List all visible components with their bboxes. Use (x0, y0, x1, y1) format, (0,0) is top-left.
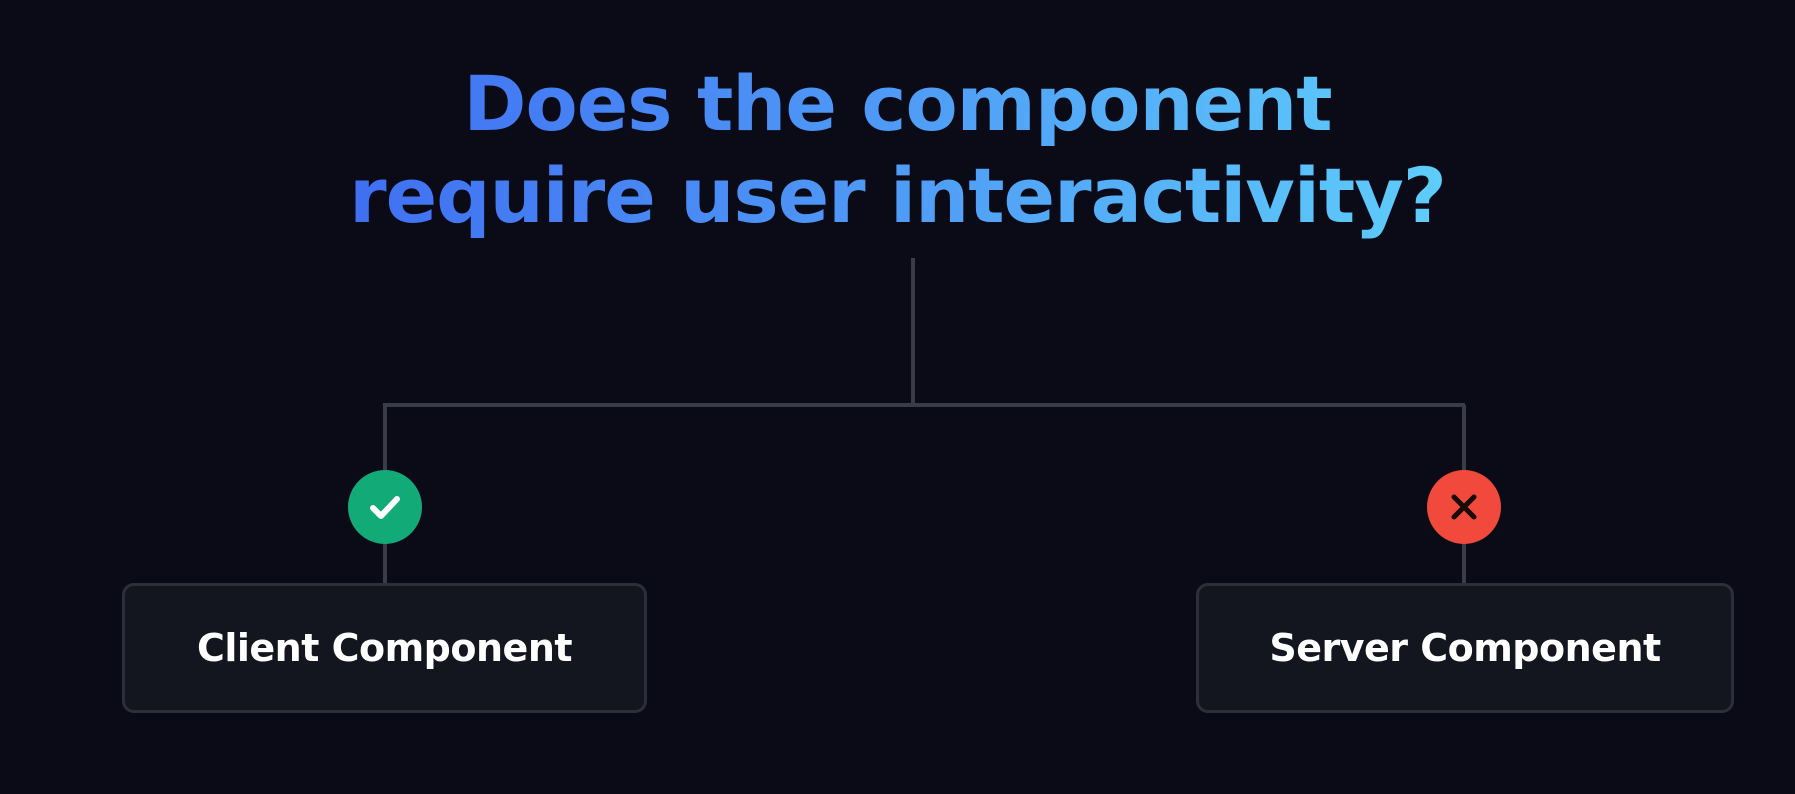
client-component-box: Client Component (122, 583, 647, 713)
cross-icon (1451, 494, 1477, 520)
server-component-label: Server Component (1269, 626, 1661, 670)
server-component-box: Server Component (1196, 583, 1734, 713)
client-component-label: Client Component (196, 626, 573, 670)
yes-badge (348, 470, 422, 544)
no-badge (1427, 470, 1501, 544)
check-icon (370, 496, 400, 519)
